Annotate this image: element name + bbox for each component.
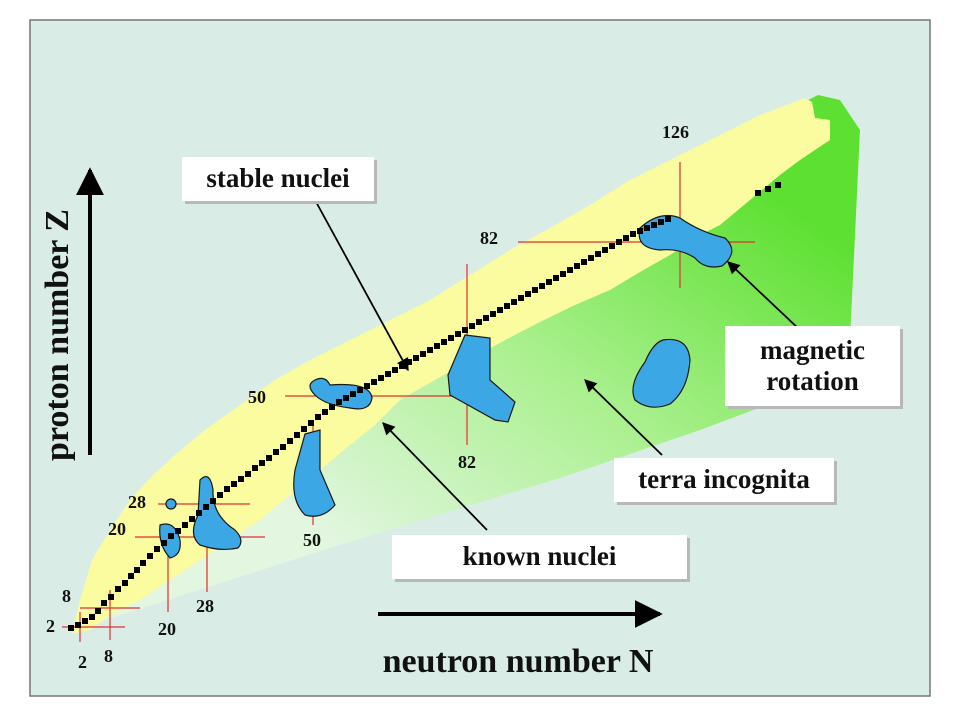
island-n82 [447,334,516,423]
island-z50 [309,377,373,410]
n-magic-50: 50 [303,530,321,550]
n-magic-20: 20 [158,619,176,639]
stable-nuclei-text: stable nuclei [206,163,350,194]
n-magic-8: 8 [104,646,113,666]
stable-nuclei-squares [68,182,781,631]
proton-magic-labels: 2 8 20 28 50 82 [46,228,498,636]
magnetic-rotation-label: magnetic rotation [725,326,900,406]
z-axis-label: proton number Z [39,209,76,461]
magnetic-rotation-line2: rotation [766,366,859,396]
known-nuclei-text: known nuclei [462,541,617,572]
z-magic-2: 2 [46,616,55,636]
z-magic-82: 82 [480,228,498,248]
n-magic-2: 2 [78,652,87,672]
known-nuclei-label: known nuclei [392,535,687,579]
n-axis-label: neutron number N [383,643,654,680]
island-n50 [293,429,336,517]
z-magic-28: 28 [128,492,146,512]
island-terra [632,338,691,408]
stable-nuclei-label: stable nuclei [182,157,374,201]
neutron-magic-labels: 2 8 20 28 50 82 126 [78,122,689,672]
terra-incognita-text: terra incognita [638,464,810,495]
magnetic-rotation-islands [159,215,733,559]
island-n28 [192,476,242,551]
z-magic-20: 20 [108,519,126,539]
island-z82-n126 [638,215,733,268]
n-magic-82: 82 [458,452,476,472]
pointer-arrows [314,199,801,531]
island-z28-small [165,498,177,510]
n-magic-126: 126 [662,122,689,142]
arrow-stable [314,199,409,372]
n-magic-28: 28 [196,596,214,616]
arrow-terra [584,379,663,456]
arrow-known [382,422,488,531]
z-magic-8: 8 [62,586,71,606]
arrow-magnetic [727,261,801,331]
terra-incognita-label: terra incognita [614,458,834,502]
magnetic-rotation-line1: magnetic [760,334,865,365]
z-magic-50: 50 [248,387,266,407]
